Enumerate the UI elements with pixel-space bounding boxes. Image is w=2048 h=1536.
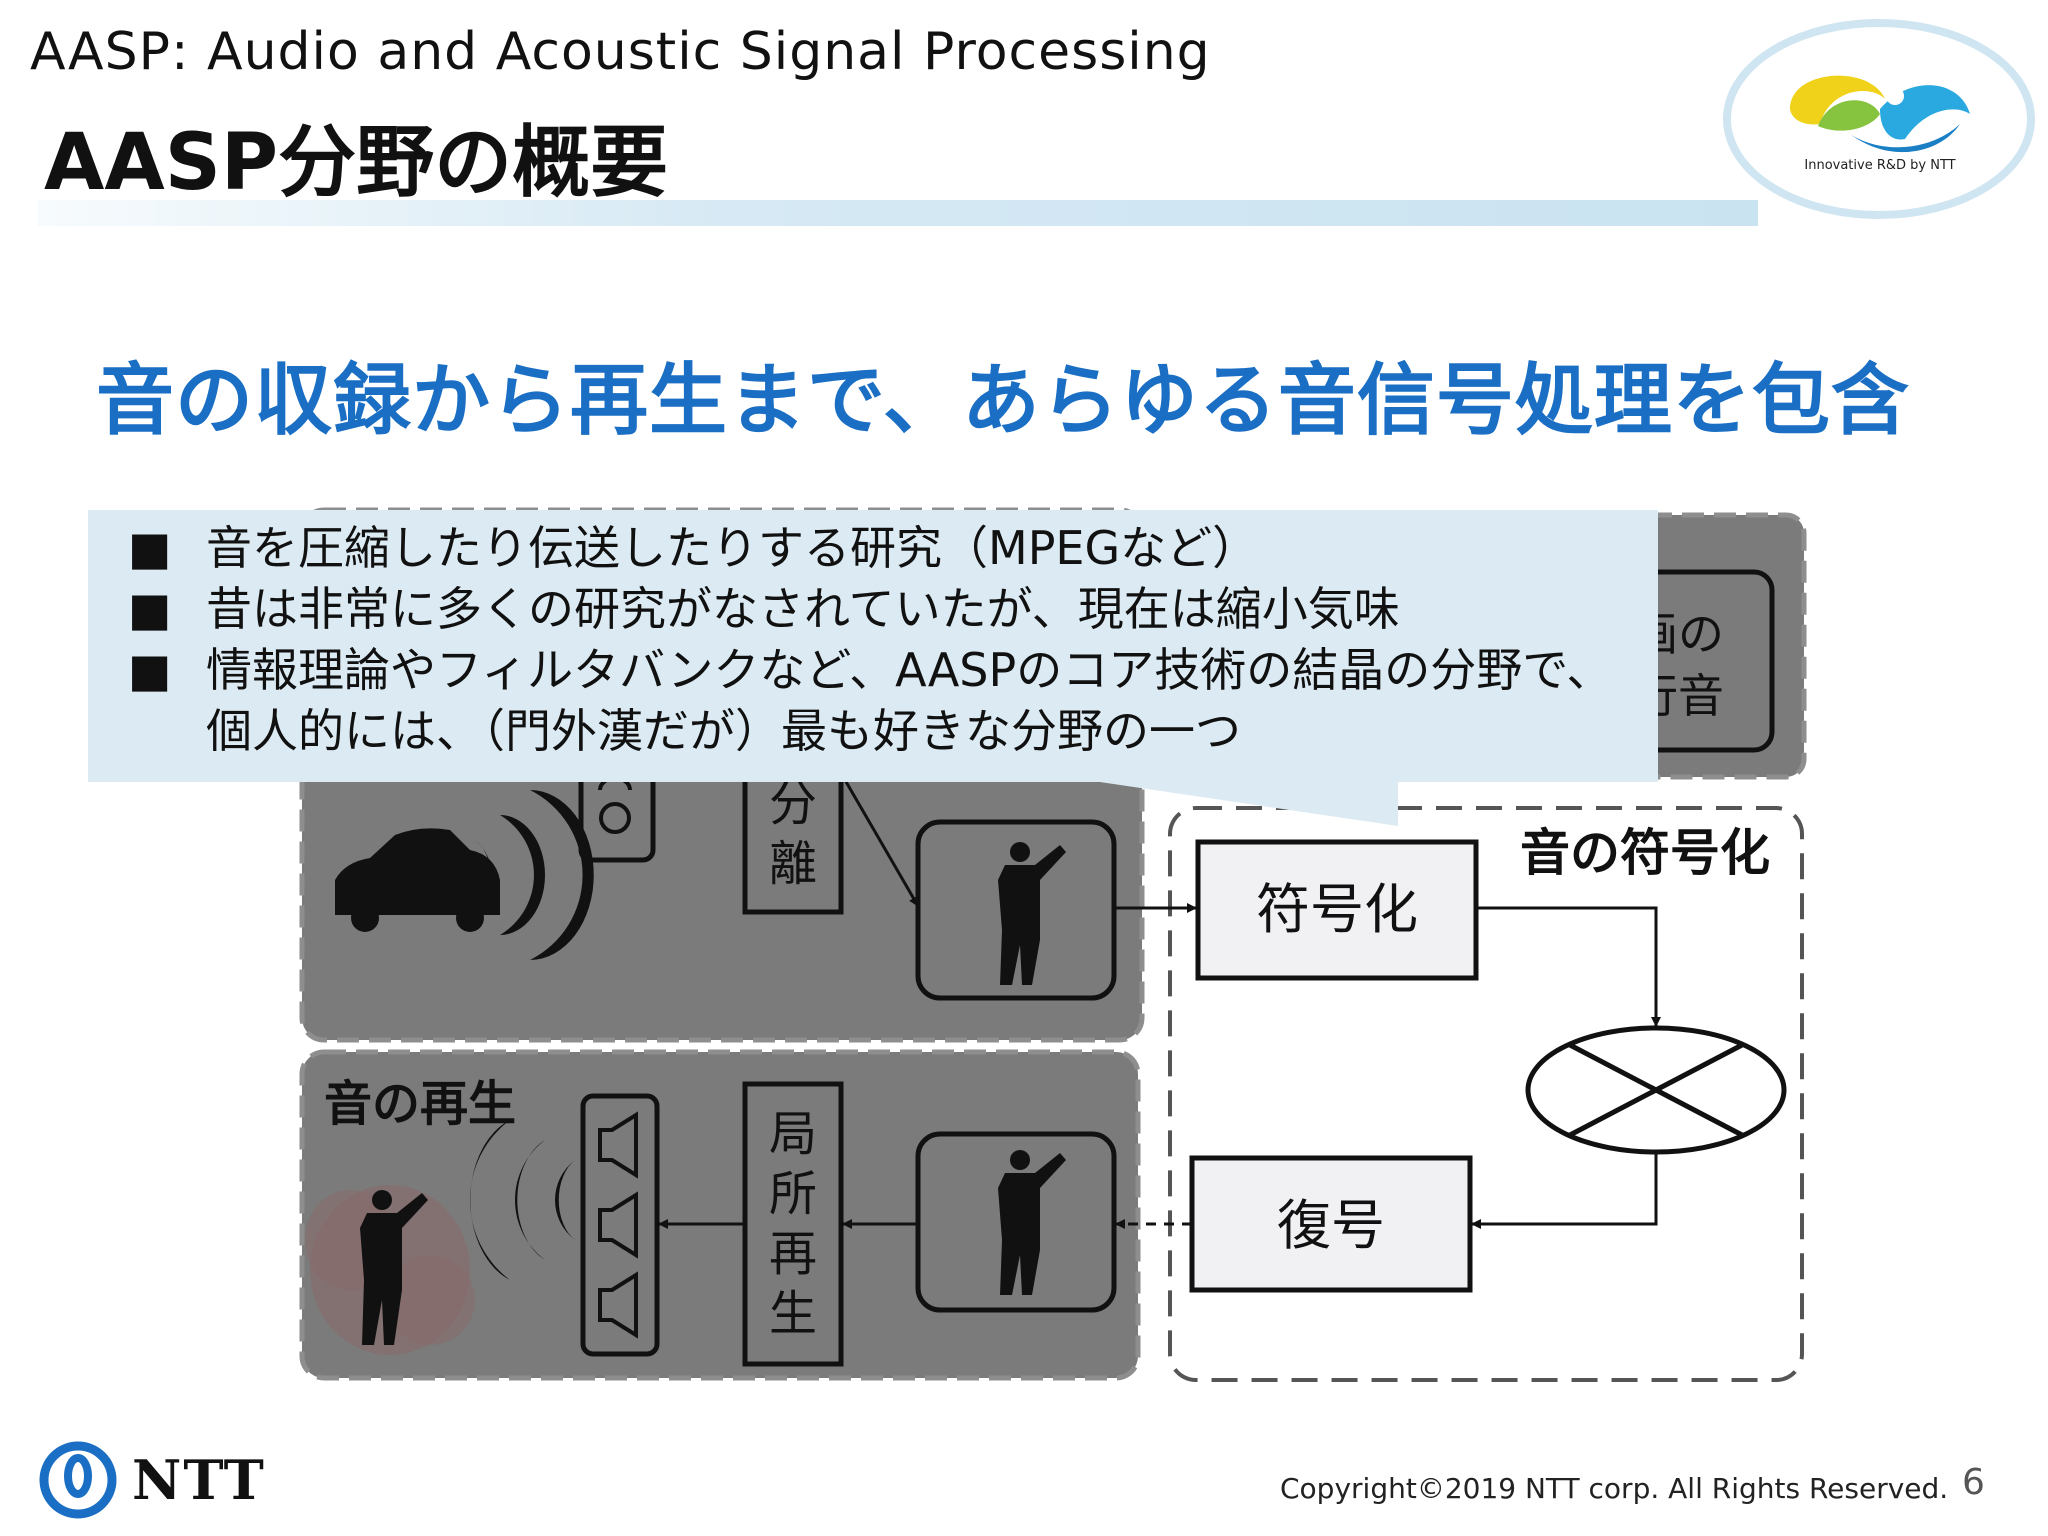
local-reproduction-char-3: 再 bbox=[769, 1226, 817, 1282]
bullet-item: ■ 音を圧縮したり伝送したりする研究（MPEGなど） bbox=[128, 518, 1628, 579]
channel-to-decoder-arrow bbox=[1471, 1152, 1658, 1229]
ntt-wordmark: NTT bbox=[132, 1448, 266, 1512]
car-icon bbox=[335, 828, 500, 932]
header-subtitle: AASP: Audio and Acoustic Signal Processi… bbox=[30, 22, 1211, 82]
bullet-continuation: 個人的には、（門外漢だが）最も好きな分野の一つ bbox=[206, 704, 1241, 758]
page-title: AASP分野の概要 bbox=[44, 118, 669, 208]
local-reproduction-char-2: 所 bbox=[769, 1166, 817, 1222]
header-band bbox=[38, 200, 1758, 226]
playback-title: 音の再生 bbox=[324, 1076, 516, 1132]
person-speaking-icon bbox=[998, 842, 1066, 985]
logo-badge bbox=[1723, 19, 2035, 219]
callout-bullet-list: ■ 音を圧縮したり伝送したりする研究（MPEGなど） ■ 昔は非常に多くの研究が… bbox=[128, 518, 1628, 762]
target-speech-box bbox=[915, 819, 1117, 1001]
separation-to-target-arrow bbox=[843, 779, 920, 907]
encoder-label: 符号化 bbox=[1256, 878, 1418, 941]
bullet-square-icon: ■ bbox=[128, 643, 172, 697]
ntt-brand-swirl-icon bbox=[1790, 75, 1970, 153]
encoder-box bbox=[1195, 839, 1479, 981]
bullet-square-icon: ■ bbox=[128, 521, 172, 575]
coding-section-title: 音の符号化 bbox=[1520, 824, 1770, 882]
copyright-text: Copyright©2019 NTT corp. All Rights Rese… bbox=[1280, 1472, 1949, 1505]
decoded-speech-box bbox=[915, 1131, 1117, 1313]
separation-label-2: 離 bbox=[769, 836, 817, 892]
decoder-label: 復号 bbox=[1277, 1194, 1385, 1257]
bullet-text: 情報理論やフィルタバンクなど、AASPのコア技術の結晶の分野で、 bbox=[206, 643, 1613, 697]
channel-cross-line-2 bbox=[1568, 1042, 1744, 1138]
local-reproduction-char-1: 局 bbox=[769, 1106, 817, 1162]
bullet-square-icon: ■ bbox=[128, 582, 172, 636]
sound-wave-icon bbox=[475, 790, 594, 960]
bullet-item: ■ 昔は非常に多くの研究がなされていたが、現在は縮小気味 bbox=[128, 579, 1628, 640]
bullet-text: 音を圧縮したり伝送したりする研究（MPEGなど） bbox=[206, 521, 1259, 575]
person-speaking-icon bbox=[998, 1150, 1066, 1295]
loudspeaker-array-box bbox=[580, 1093, 660, 1357]
loudspeaker-icon bbox=[598, 1111, 638, 1339]
ntt-logo-icon bbox=[39, 1441, 117, 1519]
separation-label-1: 分 bbox=[769, 776, 817, 832]
headline: 音の収録から再生まで、あらゆる音信号処理を包含 bbox=[96, 356, 1910, 446]
logo-caption: Innovative R&D by NTT bbox=[1804, 158, 1956, 173]
decoder-box bbox=[1189, 1155, 1473, 1293]
page-number: 6 bbox=[1962, 1462, 1985, 1503]
person-listening-icon bbox=[360, 1190, 428, 1345]
playback-panel bbox=[299, 1049, 1141, 1381]
bullet-item: ■ 情報理論やフィルタバンクなど、AASPのコア技術の結晶の分野で、 bbox=[128, 640, 1628, 701]
callout-bubble-shape bbox=[88, 510, 1658, 826]
encoder-to-channel-arrow bbox=[1476, 906, 1661, 1027]
local-reproduction-char-4: 生 bbox=[769, 1286, 817, 1342]
bullet-text: 昔は非常に多くの研究がなされていたが、現在は縮小気味 bbox=[206, 582, 1400, 636]
sound-wave-icon bbox=[470, 1120, 575, 1280]
logo-ellipse bbox=[1723, 19, 2035, 219]
